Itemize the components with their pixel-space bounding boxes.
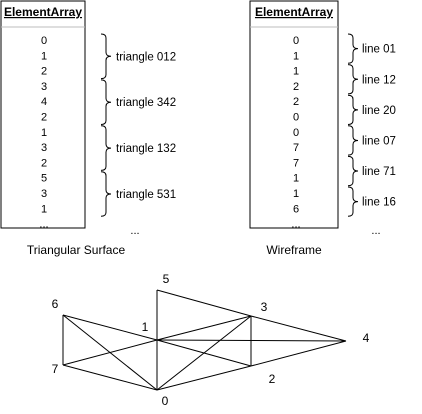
element-array-box bbox=[249, 0, 339, 229]
mesh-edge-0-3 bbox=[156, 315, 252, 391]
group-label: line 71 bbox=[362, 166, 396, 178]
element-array-header: ElementArray bbox=[4, 5, 82, 19]
group-label: line 16 bbox=[362, 197, 396, 209]
group-brace bbox=[347, 33, 359, 64]
element-array-cell: 5 bbox=[41, 173, 47, 185]
group-label: line 01 bbox=[362, 44, 396, 56]
group-brace bbox=[347, 155, 359, 187]
group-label: triangle 012 bbox=[116, 51, 176, 63]
group-label: triangle 132 bbox=[116, 143, 176, 155]
vertex-label-1: 1 bbox=[142, 320, 149, 334]
continuation-ellipsis: ... bbox=[371, 225, 380, 237]
mesh-edge-7-0 bbox=[62, 364, 158, 391]
element-array-cell: 1 bbox=[41, 203, 47, 215]
group-label: line 12 bbox=[362, 74, 396, 86]
wireframe-caption: Wireframe bbox=[266, 243, 322, 257]
vertex-label-5: 5 bbox=[163, 272, 170, 286]
element-array-cell: 1 bbox=[293, 173, 299, 185]
mesh-edge-4-3 bbox=[250, 315, 347, 342]
element-array-cell: 0 bbox=[41, 35, 47, 47]
mesh-edge-0-2 bbox=[156, 365, 252, 391]
mesh-edge-1-3 bbox=[156, 315, 252, 341]
element-array-cell: 1 bbox=[293, 188, 299, 200]
element-array-cell: 2 bbox=[41, 66, 47, 78]
element-array-cell: ... bbox=[39, 219, 48, 231]
group-brace bbox=[100, 125, 112, 171]
continuation-ellipsis: ... bbox=[130, 225, 139, 237]
element-array-cell: 1 bbox=[41, 50, 47, 62]
element-array-cell: 6 bbox=[293, 203, 299, 215]
element-array-header: ElementArray bbox=[255, 5, 333, 19]
element-array-cell: 1 bbox=[293, 66, 299, 78]
group-label: triangle 342 bbox=[116, 97, 176, 109]
element-array-cell: 1 bbox=[293, 50, 299, 62]
element-array-cell: 2 bbox=[293, 81, 299, 93]
vertex-label-7: 7 bbox=[52, 362, 59, 376]
element-array-cell: 7 bbox=[293, 157, 299, 169]
element-array-cell: 2 bbox=[41, 112, 47, 124]
element-array-cell: 0 bbox=[293, 35, 299, 47]
mesh-edge-2-4 bbox=[250, 340, 347, 367]
group-brace bbox=[347, 125, 359, 156]
vertex-label-4: 4 bbox=[363, 331, 370, 345]
element-array-cell: 3 bbox=[41, 81, 47, 93]
vertex-label-6: 6 bbox=[52, 297, 59, 311]
element-array-cell: 4 bbox=[41, 96, 47, 108]
group-brace bbox=[100, 33, 112, 80]
mesh-edge-6-0 bbox=[62, 314, 158, 391]
group-label: triangle 531 bbox=[116, 189, 176, 201]
mesh-vertex-labels: 0 1 2 3 4 5 6 7 bbox=[52, 272, 370, 408]
element-array-cell: ... bbox=[291, 219, 300, 231]
mesh-edge-3-5 bbox=[156, 289, 252, 317]
mesh-edges bbox=[62, 289, 347, 391]
element-array-cell: 3 bbox=[41, 142, 47, 154]
group-brace bbox=[100, 79, 112, 125]
element-array-cell: 7 bbox=[293, 142, 299, 154]
element-array-cell: 1 bbox=[41, 127, 47, 139]
triangular-surface-caption: Triangular Surface bbox=[27, 243, 126, 257]
element-array-cell: 2 bbox=[41, 157, 47, 169]
group-brace bbox=[347, 64, 359, 95]
wireframe-element-array: ElementArray 0 1 1 2 2 0 0 7 7 1 1 6... line 01 line… bbox=[249, 0, 396, 231]
element-array-cell: 3 bbox=[41, 188, 47, 200]
group-brace bbox=[100, 171, 112, 217]
triangle-element-array: ElementArray 0 1 2 3 4 2 1 3 2 5 3 1... triangle 01… bbox=[0, 0, 176, 231]
element-array-cell: 0 bbox=[293, 127, 299, 139]
group-brace bbox=[347, 186, 359, 217]
group-brace bbox=[347, 94, 359, 125]
group-label: line 20 bbox=[362, 105, 396, 117]
vertex-label-2: 2 bbox=[269, 372, 276, 386]
element-array-cell: 0 bbox=[293, 112, 299, 124]
group-label: line 07 bbox=[362, 135, 396, 147]
vertex-label-3: 3 bbox=[261, 300, 268, 314]
vertex-label-0: 0 bbox=[162, 394, 169, 408]
mesh-edge-1-6 bbox=[62, 314, 158, 341]
element-array-cell: 2 bbox=[293, 96, 299, 108]
element-array-box bbox=[0, 0, 86, 229]
